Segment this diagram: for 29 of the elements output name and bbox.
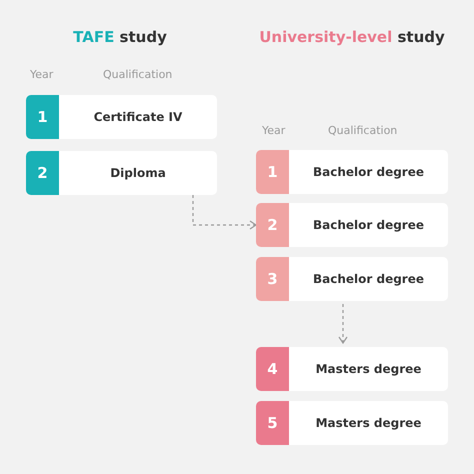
qualification-name: Certificate IV — [92, 109, 184, 126]
year-badge: 1 — [256, 150, 289, 194]
qualification-card — [26, 151, 217, 195]
year-badge: 1 — [26, 95, 59, 139]
year-badge: 3 — [256, 257, 289, 301]
qualification-card — [256, 257, 448, 301]
qualification-card — [256, 150, 448, 194]
column-header: Year — [262, 124, 286, 137]
year-badge: 2 — [26, 151, 59, 195]
arrow — [192, 195, 257, 230]
qualification-name: Bachelor degree — [312, 217, 425, 234]
column-heading: University-level study — [259, 28, 445, 46]
column-header: Qualification — [328, 124, 398, 137]
arrow — [338, 304, 348, 344]
qualification-card — [256, 203, 448, 247]
qualification-card — [256, 347, 448, 391]
year-badge: 4 — [256, 347, 289, 391]
column-header: Qualification — [103, 68, 172, 81]
qualification-name: Bachelor degree — [312, 164, 425, 181]
qualification-name: Masters degree — [314, 415, 422, 432]
column-header: Year — [30, 68, 54, 81]
qualification-name: Masters degree — [314, 361, 422, 378]
qualification-card — [256, 401, 448, 445]
qualification-name: Diploma — [109, 165, 167, 182]
column-heading: TAFE study — [73, 28, 167, 46]
year-badge: 5 — [256, 401, 289, 445]
qualification-name: Bachelor degree — [312, 271, 425, 288]
year-badge: 2 — [256, 203, 289, 247]
qualification-card — [26, 95, 217, 139]
